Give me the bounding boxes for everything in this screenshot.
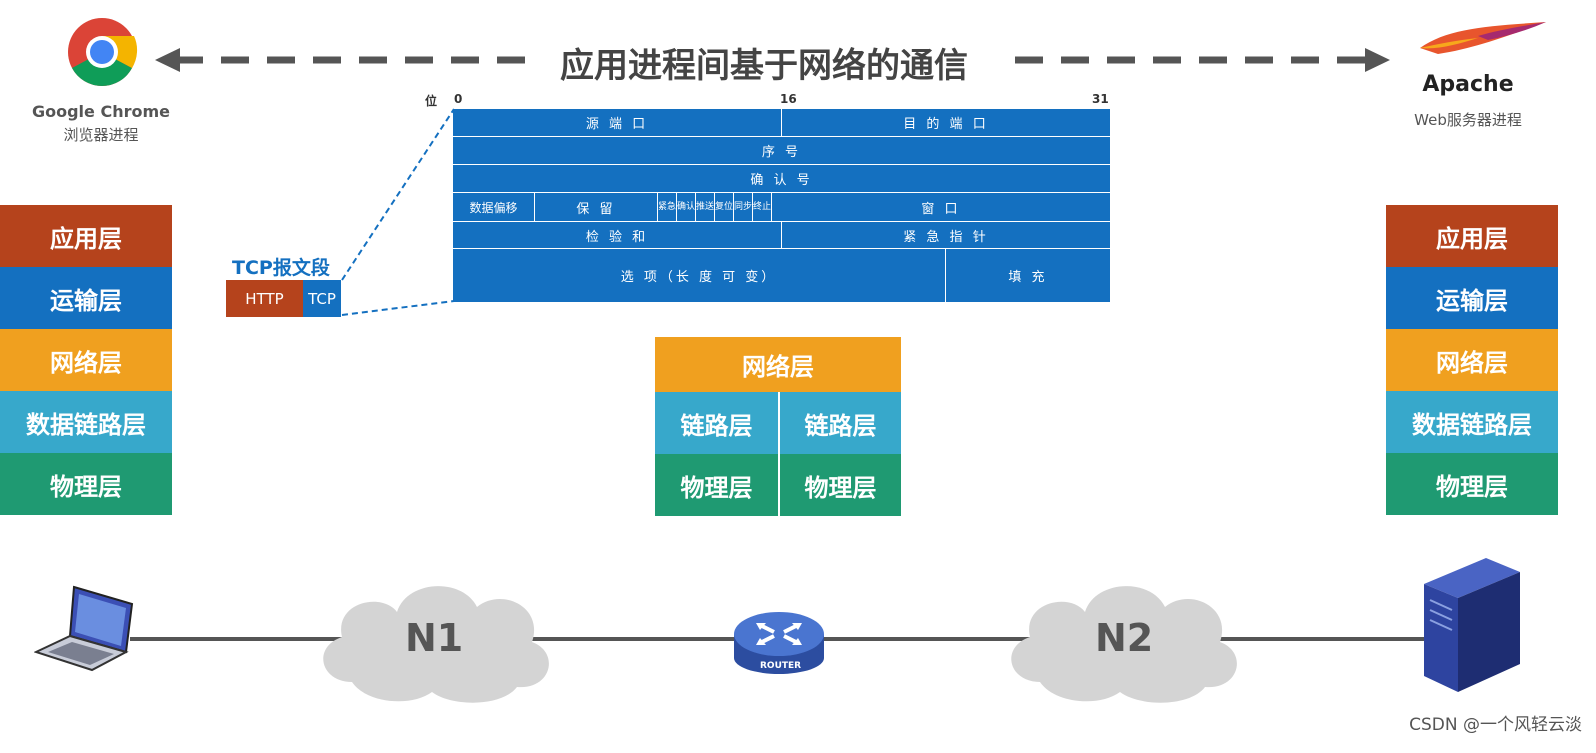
router-protocol-stack: 网络层 链路层 链路层 物理层 物理层 — [655, 337, 901, 516]
seq-cell: 序 号 — [761, 145, 802, 160]
bit-mark-0: 0 — [454, 92, 463, 106]
flag-urg: 紧急 — [658, 193, 677, 221]
http-payload: HTTP — [226, 280, 303, 317]
tcp-header-block: TCP — [303, 280, 341, 317]
network-layer: 网络层 — [655, 337, 901, 392]
communication-arrow — [155, 48, 1390, 72]
flag-rst: 复位 — [715, 193, 734, 221]
header-row-seq: 序 号 — [453, 137, 1110, 165]
offset-cell: 数据偏移 — [453, 193, 535, 221]
tcp-segment: HTTP TCP — [226, 280, 341, 317]
urgent-pointer-cell: 紧 急 指 针 — [903, 229, 989, 245]
header-row-checksum: 检 验 和 紧 急 指 针 — [453, 222, 1110, 249]
link-layer-left: 链路层 — [655, 392, 778, 454]
bit-label: 位 — [425, 94, 438, 108]
window-cell: 窗 口 — [921, 201, 961, 217]
header-row-ack: 确 认 号 — [453, 165, 1110, 193]
flag-syn: 同步 — [734, 193, 753, 221]
apache-feather-icon — [1420, 22, 1546, 54]
transport-layer: 运输层 — [0, 267, 172, 329]
network-layer: 网络层 — [0, 329, 172, 391]
csdn-watermark: CSDN @一个风轻云淡 — [1409, 715, 1582, 735]
chrome-logo-icon — [68, 18, 138, 86]
ack-cell: 确 认 号 — [750, 173, 813, 188]
header-row-ports: 源 端 口 目 的 端 口 — [453, 109, 1110, 137]
flag-fin: 终止 — [753, 193, 772, 221]
physical-layer-right: 物理层 — [778, 454, 901, 516]
application-layer: 应用层 — [0, 205, 172, 267]
link-layer-right: 链路层 — [778, 392, 901, 454]
bit-mark-16: 16 — [780, 92, 797, 106]
diagram-title: 应用进程间基于网络的通信 — [560, 46, 968, 86]
client-protocol-stack: 应用层 运输层 网络层 数据链路层 物理层 — [0, 205, 172, 515]
segment-title: TCP报文段 — [232, 257, 330, 279]
datalink-layer: 数据链路层 — [1386, 391, 1558, 453]
client-app-sub: 浏览器进程 — [63, 126, 139, 144]
options-cell: 选 项（长 度 可 变） — [453, 249, 946, 302]
cloud-n1-icon — [323, 586, 549, 703]
server-app-name: Apache — [1422, 72, 1514, 97]
datalink-layer: 数据链路层 — [0, 391, 172, 453]
physical-layer: 物理层 — [0, 453, 172, 515]
cloud-n1-label: N1 — [405, 616, 464, 660]
transport-layer: 运输层 — [1386, 267, 1558, 329]
flag-ack: 确认 — [677, 193, 696, 221]
tcp-header-table: 源 端 口 目 的 端 口 序 号 确 认 号 数据偏移 保 留 紧急 确认 推… — [453, 109, 1110, 302]
flag-psh: 推送 — [696, 193, 715, 221]
cloud-n2-icon — [1011, 586, 1237, 703]
physical-layer: 物理层 — [1386, 453, 1558, 515]
server-icon — [1424, 558, 1520, 692]
reserved-cell: 保 留 — [535, 193, 658, 221]
network-layer: 网络层 — [1386, 329, 1558, 391]
checksum-cell: 检 验 和 — [453, 222, 782, 248]
server-app-sub: Web服务器进程 — [1414, 111, 1522, 129]
laptop-icon — [34, 585, 134, 672]
header-row-flags: 数据偏移 保 留 紧急 确认 推送 复位 同步 终止 窗 口 — [453, 193, 1110, 222]
cloud-n2-label: N2 — [1095, 616, 1154, 660]
router-icon — [734, 612, 824, 674]
padding-cell: 填 充 — [1008, 270, 1048, 285]
header-row-options: 选 项（长 度 可 变） 填 充 — [453, 249, 1110, 302]
src-port-cell: 源 端 口 — [453, 109, 782, 136]
application-layer: 应用层 — [1386, 205, 1558, 267]
physical-layer-left: 物理层 — [655, 454, 778, 516]
client-app-name: Google Chrome — [31, 102, 170, 121]
router-label: ROUTER — [760, 661, 802, 671]
zoom-lines — [341, 108, 455, 316]
dst-port-cell: 目 的 端 口 — [903, 117, 989, 132]
bit-mark-31: 31 — [1092, 92, 1109, 106]
server-protocol-stack: 应用层 运输层 网络层 数据链路层 物理层 — [1386, 205, 1558, 515]
